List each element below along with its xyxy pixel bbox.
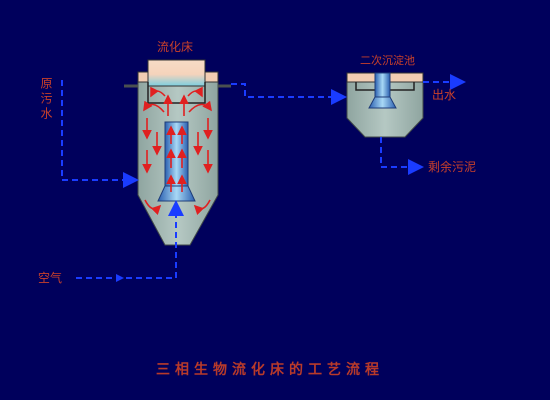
- reactor-separator-wall: [147, 82, 206, 104]
- settler-label: 二次沉淀池: [360, 54, 415, 67]
- inflow-line: [61, 80, 139, 188]
- red-circulation-arrow: [187, 86, 203, 98]
- circulation-arrows: [142, 86, 213, 216]
- effluent-label: 出水: [432, 88, 457, 102]
- inflow-label: 原污水: [39, 77, 53, 122]
- draft-tube-funnel: [157, 185, 196, 202]
- flow-lines: [61, 74, 466, 279]
- red-circulation-arrow: [188, 100, 212, 113]
- red-circulation-arrow: [193, 199, 211, 216]
- red-circulation-arrow: [144, 199, 162, 216]
- diagram-title: 三相生物流化床的工艺流程: [156, 362, 384, 378]
- sludge-line: [380, 137, 424, 175]
- red-circulation-arrow: [143, 100, 165, 113]
- reactor-label: 流化床: [157, 40, 194, 54]
- draft-tube: [164, 121, 189, 189]
- transfer-line: [231, 83, 347, 105]
- settler-center-funnel: [368, 96, 397, 109]
- air-line-arrow-icon: [116, 274, 124, 282]
- settler-center-tube: [374, 72, 391, 100]
- red-circulation-arrow: [150, 86, 166, 98]
- sludge-label: 剩余污泥: [428, 160, 477, 174]
- air-line: [76, 200, 184, 279]
- air-label: 空气: [38, 271, 63, 285]
- reactor-head: [147, 59, 206, 87]
